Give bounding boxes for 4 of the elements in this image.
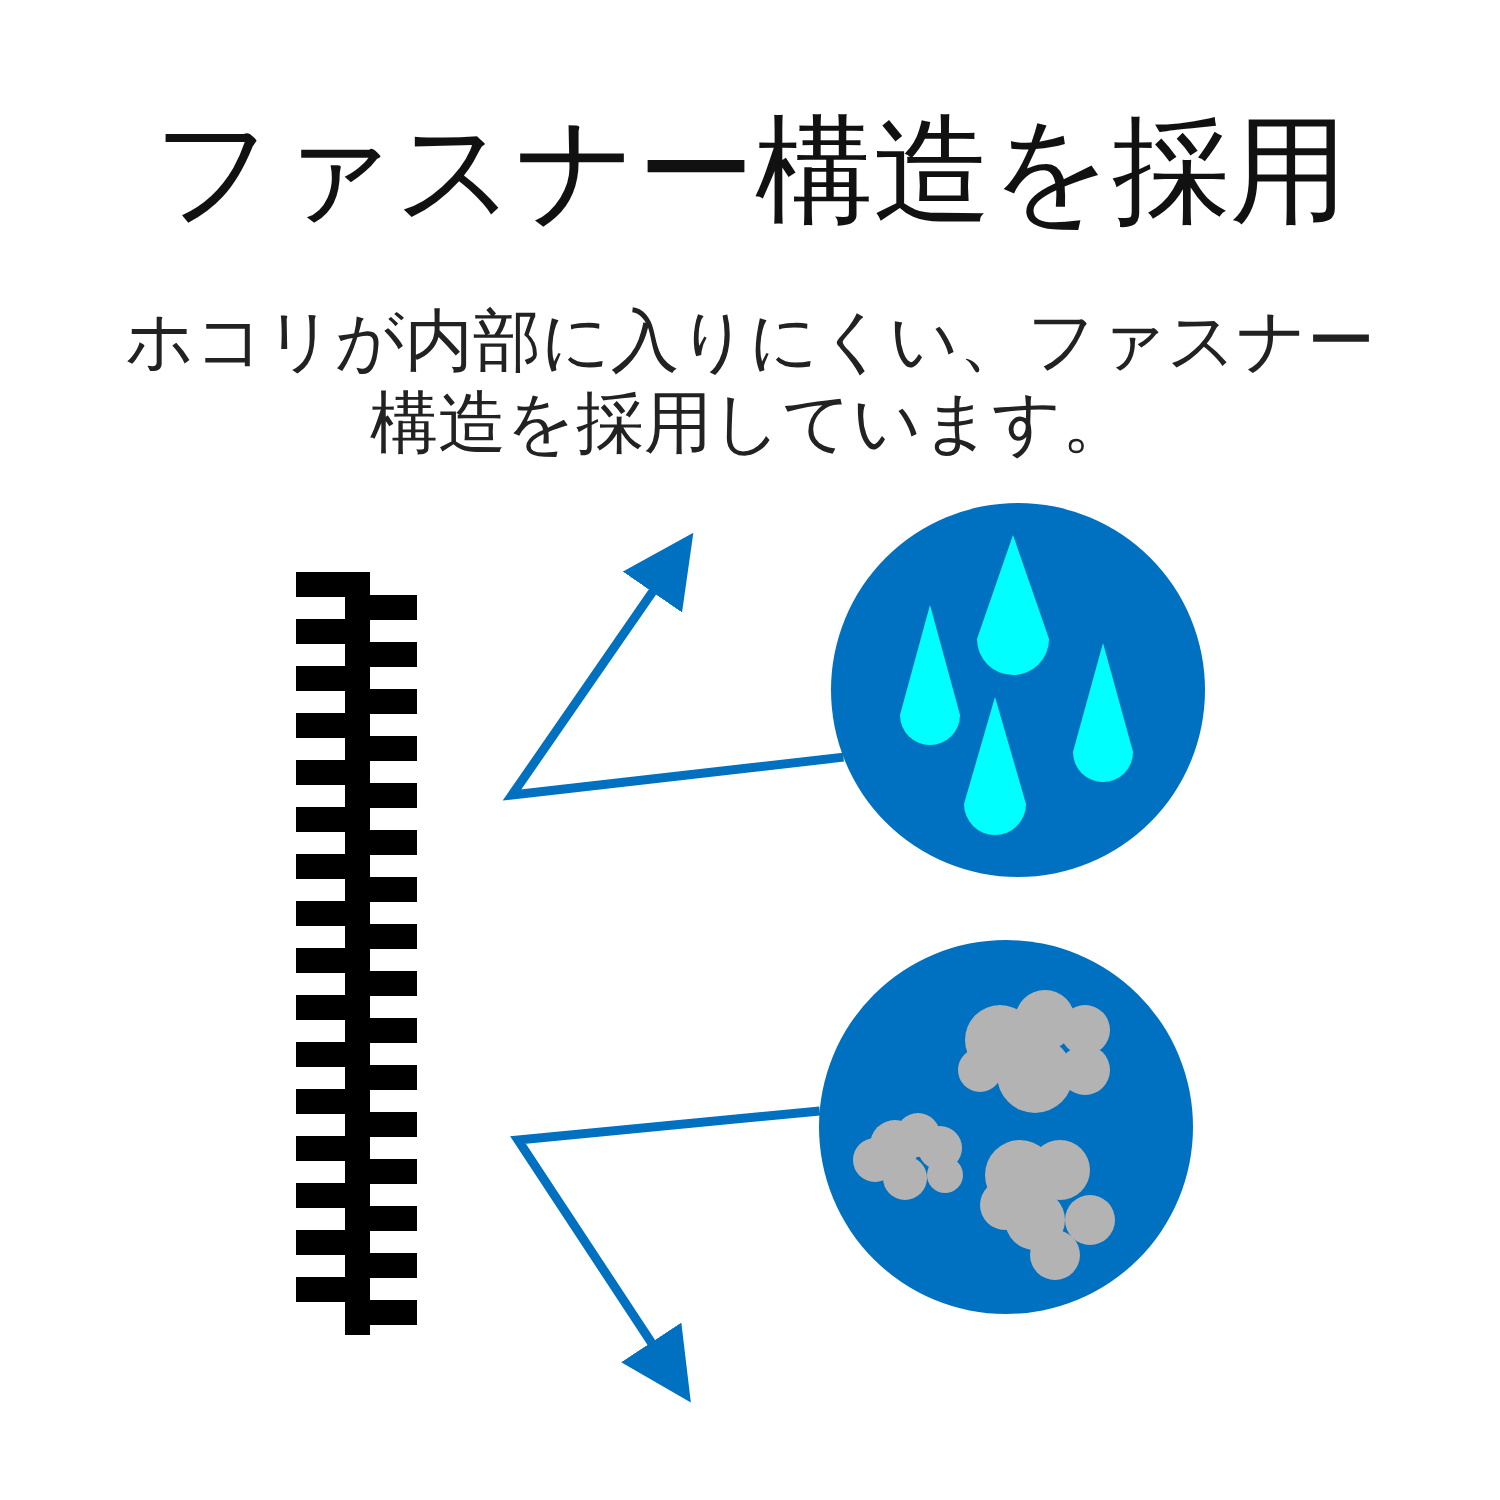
arrow — [502, 532, 844, 801]
title: ファスナー構造を採用 — [151, 100, 1349, 241]
arrow — [510, 1106, 821, 1403]
description-text: ホコリが内部に入りにくい、ファスナー構造を採用しています。 — [124, 300, 1376, 464]
